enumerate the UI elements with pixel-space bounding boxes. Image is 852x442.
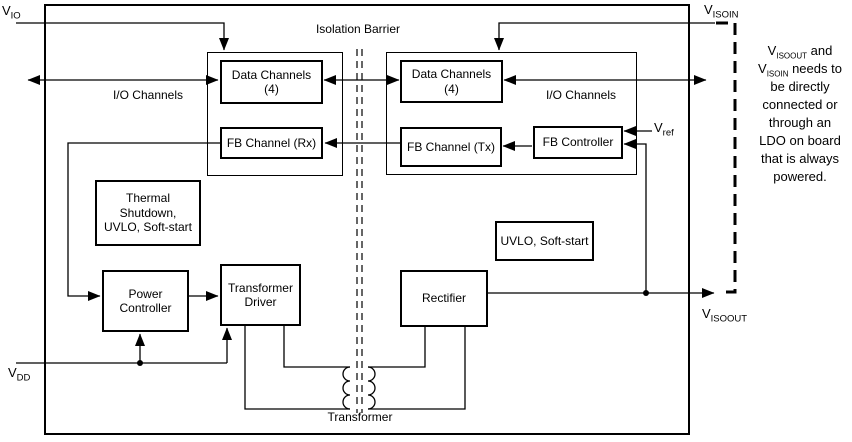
block-text: UVLO, Soft-start bbox=[103, 220, 193, 235]
block-text: Shutdown, bbox=[119, 205, 177, 220]
vdd-pin-label: VDD bbox=[8, 365, 31, 384]
transformer-label: Transformer bbox=[327, 410, 393, 424]
fb-controller-block: FB Controller bbox=[533, 126, 623, 159]
td-coil-bottom-wire bbox=[244, 326, 350, 410]
fb-channel-rx-block: FB Channel (Rx) bbox=[220, 127, 323, 159]
visoin-pin-label: VISOIN bbox=[704, 2, 739, 21]
block-text: Power bbox=[128, 286, 163, 301]
td-coil-top-wire bbox=[283, 326, 350, 368]
fbrx-to-pc-wire bbox=[67, 142, 220, 301]
block-text: FB Channel (Rx) bbox=[226, 135, 317, 150]
left-channel-group bbox=[207, 52, 343, 176]
block-text: FB Controller bbox=[542, 135, 614, 150]
side-note-line: connected or bbox=[762, 97, 838, 112]
io-channels-right-label: I/O Channels bbox=[545, 88, 617, 102]
side-note: VISOOUT and VISOIN needs to be directly … bbox=[746, 42, 852, 186]
transformer-driver-block: Transformer Driver bbox=[220, 264, 301, 326]
transformer-primary-coil bbox=[342, 366, 351, 410]
right-channel-group bbox=[386, 52, 637, 175]
block-text: Data Channels bbox=[231, 67, 312, 82]
vref-pin-label: Vref bbox=[654, 120, 674, 139]
side-note-line: VISOIN needs to bbox=[758, 61, 842, 79]
rect-coil-bottom-wire bbox=[368, 326, 466, 410]
side-note-line: that is always bbox=[760, 151, 840, 166]
side-note-line: powered. bbox=[773, 169, 827, 184]
side-note-line: be directly bbox=[770, 79, 830, 94]
transformer-secondary-coil bbox=[367, 366, 376, 410]
output-junction-dot bbox=[643, 290, 649, 296]
vio-pin-label: VIO bbox=[2, 3, 21, 22]
rect-coil-top-wire bbox=[368, 326, 426, 368]
vdd-junction-dot bbox=[137, 360, 143, 366]
block-text: Rectifier bbox=[421, 291, 466, 306]
block-text: (4) bbox=[444, 81, 459, 96]
isolation-barrier-label: Isolation Barrier bbox=[315, 22, 401, 36]
fb-channel-tx-block: FB Channel (Tx) bbox=[400, 127, 502, 167]
rectifier-block: Rectifier bbox=[400, 270, 488, 327]
power-controller-block: Power Controller bbox=[102, 270, 189, 332]
block-text: Data Channels bbox=[411, 67, 492, 82]
block-text: (4) bbox=[264, 82, 279, 96]
fb-sense-wire bbox=[623, 139, 647, 293]
block-text: FB Channel (Tx) bbox=[406, 139, 496, 154]
side-note-line: through an bbox=[768, 115, 832, 130]
io-channels-left-label: I/O Channels bbox=[112, 88, 184, 102]
external-dashed-rail bbox=[716, 21, 737, 294]
block-text: Thermal bbox=[125, 191, 170, 206]
visoout-pin-label: VISOOUT bbox=[702, 306, 748, 325]
block-text: Transformer bbox=[228, 280, 293, 295]
side-note-line: VISOOUT and bbox=[767, 43, 833, 61]
block-text: UVLO, Soft-start bbox=[500, 233, 589, 248]
visoin-wire bbox=[494, 22, 715, 51]
uvlo-soft-start-block: UVLO, Soft-start bbox=[495, 221, 594, 261]
thermal-shutdown-block: Thermal Shutdown, UVLO, Soft-start bbox=[95, 180, 201, 246]
block-text: Controller bbox=[119, 301, 172, 315]
side-note-line: LDO on board bbox=[759, 133, 841, 148]
chip-outline bbox=[44, 4, 690, 435]
block-text: Driver bbox=[244, 295, 277, 309]
data-channels-left-block: Data Channels (4) bbox=[220, 60, 323, 104]
vio-wire bbox=[16, 22, 229, 51]
data-channels-right-block: Data Channels (4) bbox=[400, 60, 503, 103]
